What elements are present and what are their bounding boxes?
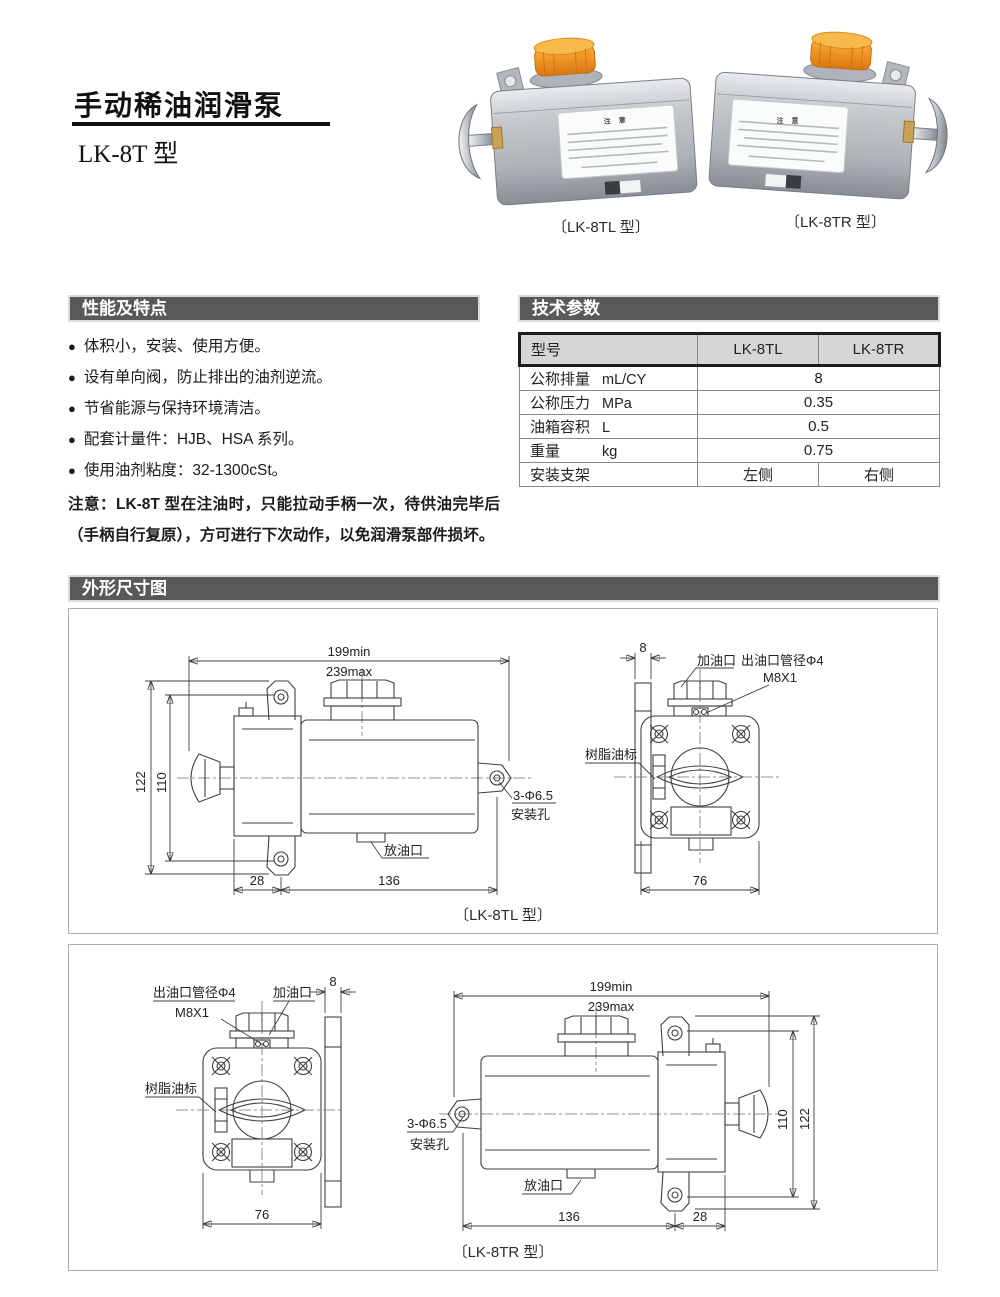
bracket-right-value: 右侧 xyxy=(818,462,940,487)
dim-width-flange: 76 xyxy=(255,1207,269,1222)
dim-width-bracket: 28 xyxy=(250,873,264,888)
dim-length-max: 239max xyxy=(326,664,373,679)
col-lk8tl: LK-8TL xyxy=(697,332,819,367)
features-section: 性能及特点 ● 体积小，安装、使用方便。 ● 设有单向阀，防止排出的油剂逆流。 ● 节… xyxy=(68,295,500,551)
dimension-drawing-lk8tl: 放油口 199min 239max 122 110 28 136 3-Φ6.5 … xyxy=(68,608,938,934)
param-name: 公称压力 xyxy=(530,395,591,412)
warning-plate-heading: 注 意 xyxy=(777,116,802,125)
photo-caption-lk8tr: 〔LK-8TR 型〕 xyxy=(785,214,886,231)
page-title: 手动稀油润滑泵 xyxy=(74,90,285,121)
dimensions-heading: 外形尺寸图 xyxy=(68,575,940,602)
feature-item: ● 配套计量件：HJB、HSA 系列。 xyxy=(68,424,480,455)
dim-length-min: 199min xyxy=(590,979,633,994)
label-fill-port: 加油口 xyxy=(273,985,312,1000)
param-value: 0.35 xyxy=(697,390,940,415)
warning-plate-heading: 注 意 xyxy=(604,115,630,126)
features-heading: 性能及特点 xyxy=(68,295,480,322)
specs-section: 技术参数 型号 LK-8TL LK-8TR 公称排量 mL/CY 8 公称压力 MP… xyxy=(518,295,941,487)
feature-item: ● 节省能源与保持环境清洁。 xyxy=(68,393,480,424)
dim-plate-thickness: 8 xyxy=(639,640,646,655)
param-name: 油箱容积 xyxy=(530,419,591,436)
dim-height-outer: 122 xyxy=(133,771,148,793)
label-mount-hole-size: 3-Φ6.5 xyxy=(407,1116,447,1131)
param-name: 重量 xyxy=(530,443,561,460)
specs-table-header-row: 型号 LK-8TL LK-8TR xyxy=(518,332,941,367)
bullet-icon: ● xyxy=(68,339,76,354)
label-outlet: 出油口管径Φ4 xyxy=(741,653,824,668)
dim-length-max: 239max xyxy=(588,999,635,1014)
label-mount-hole: 安装孔 xyxy=(511,807,550,822)
drawing-caption-lk8tl: 〔LK-8TL 型〕 xyxy=(454,907,552,924)
dim-width-flange: 76 xyxy=(693,873,707,888)
label-outlet-thread: M8X1 xyxy=(763,670,797,685)
table-row: 重量 kg 0.75 xyxy=(519,438,940,463)
model-name: LK-8T 型 xyxy=(78,141,179,168)
dim-width-bracket: 28 xyxy=(693,1209,707,1224)
product-photo-area: 注 意 xyxy=(430,10,985,245)
table-row: 公称压力 MPa 0.35 xyxy=(519,390,940,415)
param-unit: kg xyxy=(602,444,618,460)
dim-plate-thickness: 8 xyxy=(329,974,336,989)
label-fill-port: 加油口 xyxy=(697,653,736,668)
feature-item: ● 体积小，安装、使用方便。 xyxy=(68,331,480,362)
param-name: 安装支架 xyxy=(519,462,698,487)
feature-item: ● 设有单向阀，防止排出的油剂逆流。 xyxy=(68,362,480,393)
label-oil-gauge: 树脂油标 xyxy=(145,1081,197,1096)
features-list: ● 体积小，安装、使用方便。 ● 设有单向阀，防止排出的油剂逆流。 ● 节省能源与保持… xyxy=(68,331,480,486)
col-lk8tr: LK-8TR xyxy=(818,332,941,367)
feature-text: 设有单向阀，防止排出的油剂逆流。 xyxy=(83,369,332,386)
specs-table: 型号 LK-8TL LK-8TR 公称排量 mL/CY 8 公称压力 MPa 0.3… xyxy=(518,332,941,487)
label-drain-port: 放油口 xyxy=(384,843,423,858)
feature-item: ● 使用油剂粘度：32-1300cSt。 xyxy=(68,455,480,486)
dim-height-outer: 122 xyxy=(797,1108,812,1130)
bullet-icon: ● xyxy=(68,370,76,385)
feature-text: 节省能源与保持环境清洁。 xyxy=(83,400,270,417)
param-unit: MPa xyxy=(602,396,632,412)
param-name: 公称排量 xyxy=(530,371,591,388)
drawing-caption-lk8tr: 〔LK-8TR 型〕 xyxy=(452,1244,554,1261)
label-drain-port: 放油口 xyxy=(524,1178,563,1193)
feature-text: 使用油剂粘度：32-1300cSt。 xyxy=(83,462,288,479)
feature-text: 配套计量件：HJB、HSA 系列。 xyxy=(83,431,304,448)
dim-height-inner: 110 xyxy=(154,772,169,793)
label-mount-hole-size: 3-Φ6.5 xyxy=(513,788,553,803)
dim-height-inner: 110 xyxy=(775,1109,790,1130)
bullet-icon: ● xyxy=(68,463,76,478)
usage-note: 注意：LK-8T 型在注油时，只能拉动手柄一次，待供油完毕后（手柄自行复原），方… xyxy=(68,496,500,544)
param-value: 8 xyxy=(697,365,940,391)
product-photo-lk8tr: 注 意 xyxy=(708,31,948,200)
col-model-label: 型号 xyxy=(518,332,698,367)
label-oil-gauge: 树脂油标 xyxy=(585,747,637,762)
dim-length-min: 199min xyxy=(328,644,371,659)
label-outlet: 出油口管径Φ4 xyxy=(153,985,236,1000)
photo-caption-lk8tl: 〔LK-8TL 型〕 xyxy=(552,219,650,236)
table-row: 安装支架 左侧 右侧 xyxy=(519,462,940,487)
param-unit: mL/CY xyxy=(602,372,647,388)
specs-heading: 技术参数 xyxy=(518,295,940,322)
bracket-left-value: 左侧 xyxy=(697,462,819,487)
bullet-icon: ● xyxy=(68,401,76,416)
title-rule xyxy=(72,122,330,126)
dim-width-body: 136 xyxy=(378,873,400,888)
table-row: 油箱容积 L 0.5 xyxy=(519,414,940,439)
table-row: 公称排量 mL/CY 8 xyxy=(519,365,940,391)
label-outlet-thread: M8X1 xyxy=(175,1005,209,1020)
dim-width-body: 136 xyxy=(558,1209,580,1224)
product-photo-lk8tl: 注 意 xyxy=(458,37,698,206)
param-value: 0.5 xyxy=(697,414,940,439)
dimension-drawing-lk8tr: 出油口管径Φ4 M8X1 加油口 8 xyxy=(68,944,938,1271)
param-value: 0.75 xyxy=(697,438,940,463)
param-unit: L xyxy=(602,420,611,436)
label-mount-hole: 安装孔 xyxy=(410,1137,449,1152)
feature-text: 体积小，安装、使用方便。 xyxy=(83,338,270,355)
bullet-icon: ● xyxy=(68,432,76,447)
